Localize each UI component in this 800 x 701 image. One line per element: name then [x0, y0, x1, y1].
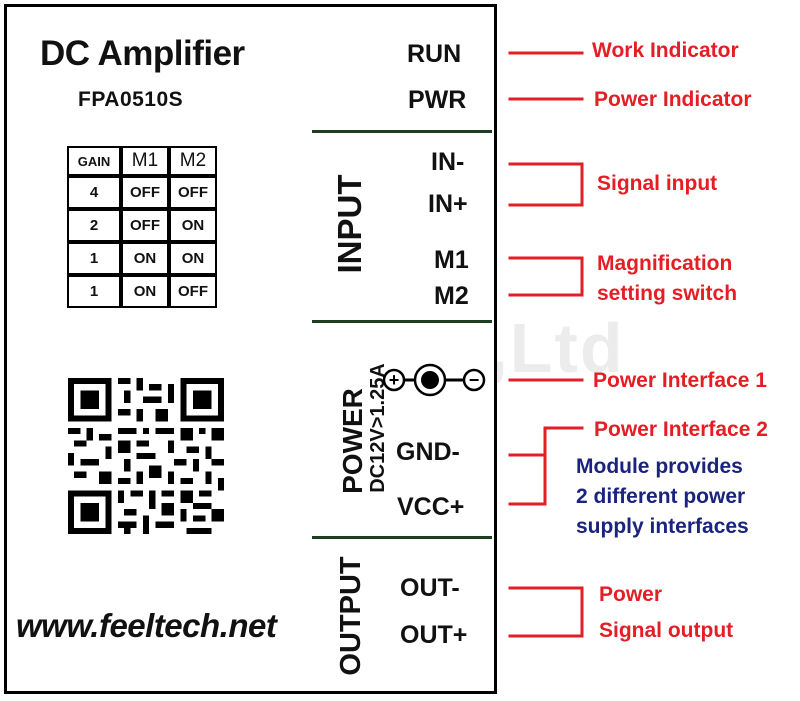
- in-minus-terminal: IN-: [431, 148, 465, 176]
- signal-input-bracket: [508, 162, 584, 207]
- m2-cell: OFF: [169, 176, 217, 209]
- qr-code-icon: [68, 378, 224, 534]
- module-model: FPA0510S: [78, 88, 184, 111]
- m1-cell: ON: [121, 242, 169, 275]
- gain-cell: 1: [67, 275, 121, 308]
- module-panel: [4, 4, 497, 694]
- gain-cell: 2: [67, 209, 121, 242]
- run-label: RUN: [407, 40, 462, 68]
- separator-power: [312, 320, 492, 323]
- m1-terminal: M1: [434, 246, 469, 274]
- m2-cell: OFF: [169, 275, 217, 308]
- header-m1: M1: [121, 146, 169, 176]
- gnd-terminal: GND-: [396, 438, 460, 466]
- note-line-3: supply interfaces: [576, 515, 749, 538]
- gain-cell: 4: [67, 176, 121, 209]
- jack-plus-symbol: +: [389, 370, 400, 390]
- work-indicator-annotation: Work Indicator: [592, 39, 739, 62]
- power-interface-2-annotation: Power Interface 2: [594, 418, 768, 441]
- magnification-annotation-line1: Magnification: [597, 252, 733, 275]
- note-line-1: Module provides: [576, 455, 743, 478]
- jack-minus-symbol: −: [469, 370, 480, 390]
- output-bracket: [508, 586, 584, 638]
- power-interface-1-annotation: Power Interface 1: [593, 369, 767, 392]
- separator-input: [312, 130, 492, 133]
- separator-output: [312, 536, 492, 539]
- in-plus-terminal: IN+: [428, 190, 468, 218]
- note-line-2: 2 different power: [576, 485, 746, 508]
- m2-cell: ON: [169, 209, 217, 242]
- dc-jack-polarity-icon: + −: [382, 363, 486, 397]
- table-row: 2 OFF ON: [67, 209, 217, 242]
- power-interface-2-line-b: [508, 453, 547, 506]
- header-gain: GAIN: [67, 146, 121, 176]
- m2-cell: ON: [169, 242, 217, 275]
- out-minus-terminal: OUT-: [400, 574, 460, 602]
- website-url: www.feeltech.net: [16, 607, 277, 644]
- magnification-annotation-line2: setting switch: [597, 282, 738, 305]
- gain-cell: 1: [67, 242, 121, 275]
- vcc-terminal: VCC+: [397, 493, 465, 521]
- signal-input-annotation: Signal input: [597, 172, 718, 195]
- table-row: 4 OFF OFF: [67, 176, 217, 209]
- gain-table-header: GAIN M1 M2: [67, 146, 217, 176]
- table-row: 1 ON ON: [67, 242, 217, 275]
- output-annotation-line1: Power: [599, 583, 663, 606]
- pwr-label: PWR: [408, 86, 467, 114]
- magnification-bracket: [508, 256, 584, 297]
- module-title: DC Amplifier: [40, 34, 245, 73]
- out-plus-terminal: OUT+: [400, 621, 468, 649]
- m2-terminal: M2: [434, 282, 469, 310]
- table-row: 1 ON OFF: [67, 275, 217, 308]
- power-indicator-annotation: Power Indicator: [594, 88, 752, 111]
- power-interface-2-line-a: [508, 426, 584, 457]
- m1-cell: OFF: [121, 176, 169, 209]
- output-annotation-line2: Signal output: [599, 619, 734, 642]
- gain-table: GAIN M1 M2 4 OFF OFF 2 OFF ON 1 ON ON 1 …: [67, 146, 217, 308]
- m1-cell: ON: [121, 275, 169, 308]
- m1-cell: OFF: [121, 209, 169, 242]
- header-m2: M2: [169, 146, 217, 176]
